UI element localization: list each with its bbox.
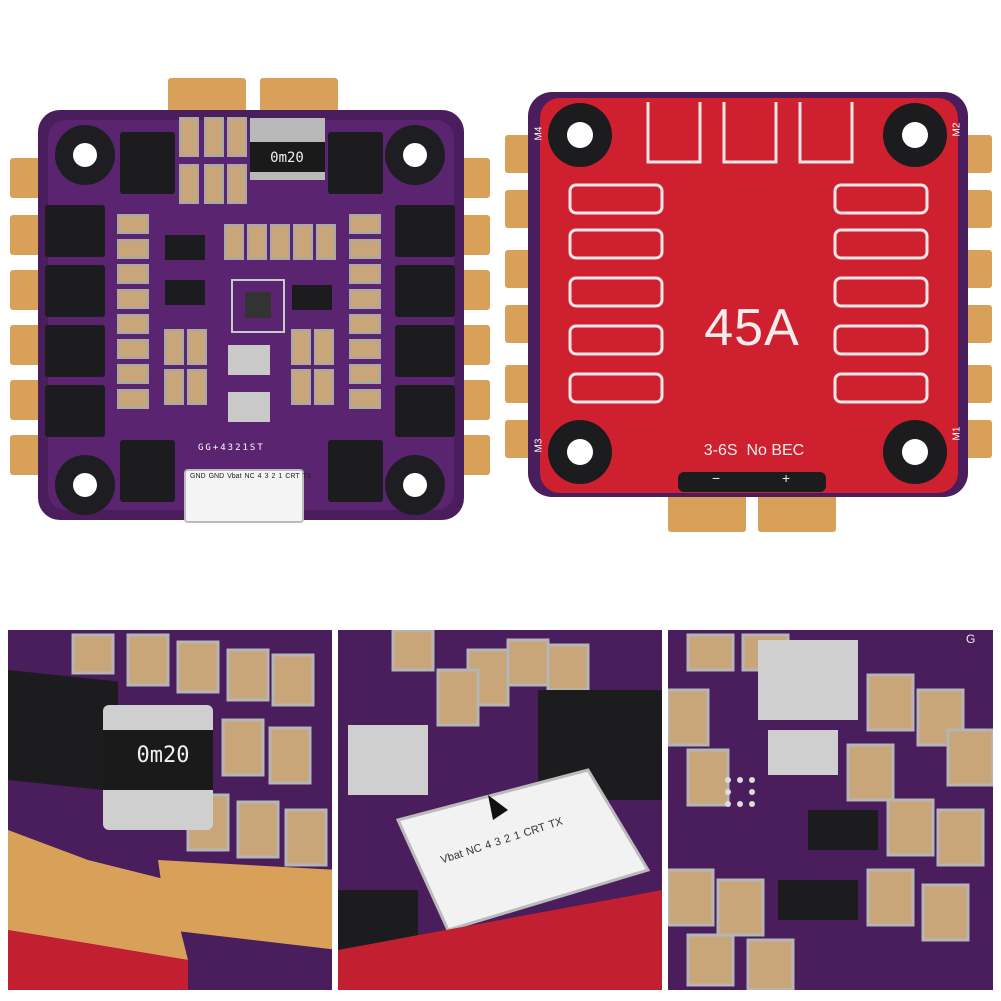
esc-heatsink-photo — [500, 80, 1000, 540]
mosfets-left — [45, 205, 105, 437]
signal-connector — [184, 469, 304, 523]
closeup-middle: Vbat NC 4 3 2 1 CRT TX — [338, 630, 662, 990]
closeup-middle-svg — [338, 630, 662, 990]
motor-label-m3: M3 — [533, 438, 545, 453]
connector-label: 1 — [512, 829, 522, 843]
small-ics — [165, 235, 332, 310]
motor-label-m1: M1 — [951, 426, 963, 441]
pin-label: 3 — [264, 473, 269, 480]
heatsink-plate — [540, 98, 958, 493]
connector-label: 2 — [502, 832, 513, 846]
left-solder-pads — [10, 158, 42, 475]
pin-label: GND — [190, 473, 206, 480]
connector-label: 4 — [483, 838, 494, 853]
closeup-left: 0m20 — [8, 630, 332, 990]
shunt-resistor-marking: 0m20 — [270, 150, 304, 166]
mcu-chip — [231, 279, 285, 333]
esc-heatsink-svg — [505, 92, 992, 532]
esc-board-top-photo — [0, 70, 500, 530]
closeup-resistor-marking: 0m20 — [136, 743, 190, 768]
pin-label: 2 — [271, 473, 276, 480]
pin-label: CRT — [285, 473, 300, 480]
mounting-holes — [55, 125, 445, 515]
minus-mark: − — [712, 470, 721, 486]
motor-label-m2: M2 — [951, 122, 963, 137]
closeup-right-marking: G — [966, 632, 976, 646]
pin-label: TX — [302, 473, 312, 480]
spec-label: 3-6S No BEC — [703, 442, 805, 459]
pin-label: NC — [244, 473, 255, 480]
heatsink-fins — [568, 102, 929, 404]
closeup-right: G — [668, 630, 993, 990]
pin-header-labels: GND GND Vbat NC 4 3 2 1 CRT TX — [190, 473, 312, 517]
silver-pads — [228, 345, 270, 422]
capacitor-array — [117, 117, 381, 409]
pin-label: Vbat — [227, 473, 242, 480]
mosfets-right — [395, 205, 455, 437]
pin-label: 4 — [257, 473, 262, 480]
current-rating-label: 45A — [704, 299, 800, 357]
top-solder-pads — [168, 78, 338, 118]
closeup-left-svg — [8, 630, 332, 990]
motor-label-m4: M4 — [533, 126, 545, 141]
plus-mark: + — [782, 470, 791, 486]
pin-label: 1 — [278, 473, 283, 480]
pin-label: GND — [208, 473, 225, 480]
closeup-right-svg — [668, 630, 993, 990]
mosfets-top-bottom — [120, 132, 383, 502]
right-solder-pads — [458, 158, 490, 475]
esc-board-top-svg — [10, 78, 490, 523]
connector-label: 3 — [493, 835, 503, 849]
heatsink-notch — [678, 472, 826, 492]
pin-top-labels: GG+4321ST — [198, 443, 265, 453]
